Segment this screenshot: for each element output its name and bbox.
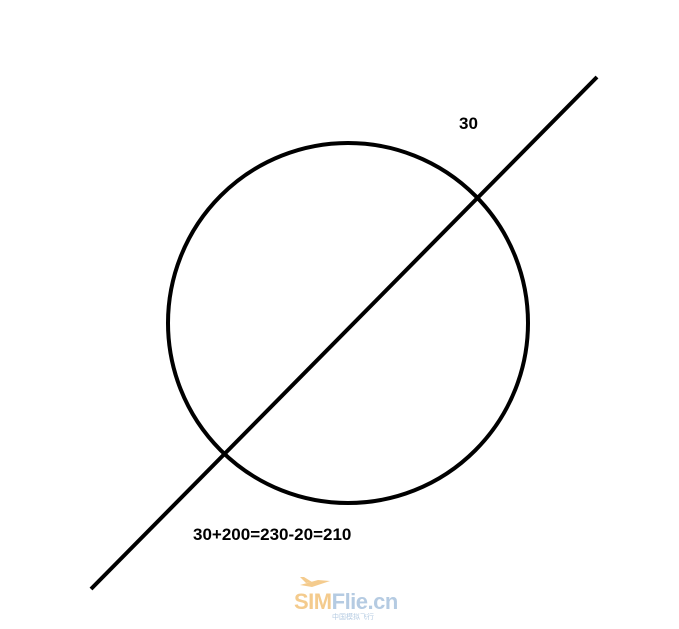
watermark-brand-prefix: SIM	[294, 589, 332, 614]
watermark-subtitle: 中国模拟飞行	[332, 612, 374, 621]
svg-text:SIMFlie.cn: SIMFlie.cn	[294, 589, 398, 614]
bottom-equation-label: 30+200=230-20=210	[193, 525, 351, 544]
diagonal-line	[89, 75, 599, 591]
circle-shape	[166, 141, 530, 505]
airplane-icon	[300, 577, 330, 587]
top-value-label: 30	[459, 114, 478, 133]
watermark: SIMFlie.cn 中国模拟飞行	[294, 577, 398, 621]
watermark-brand-suffix: Flie.cn	[332, 589, 398, 614]
